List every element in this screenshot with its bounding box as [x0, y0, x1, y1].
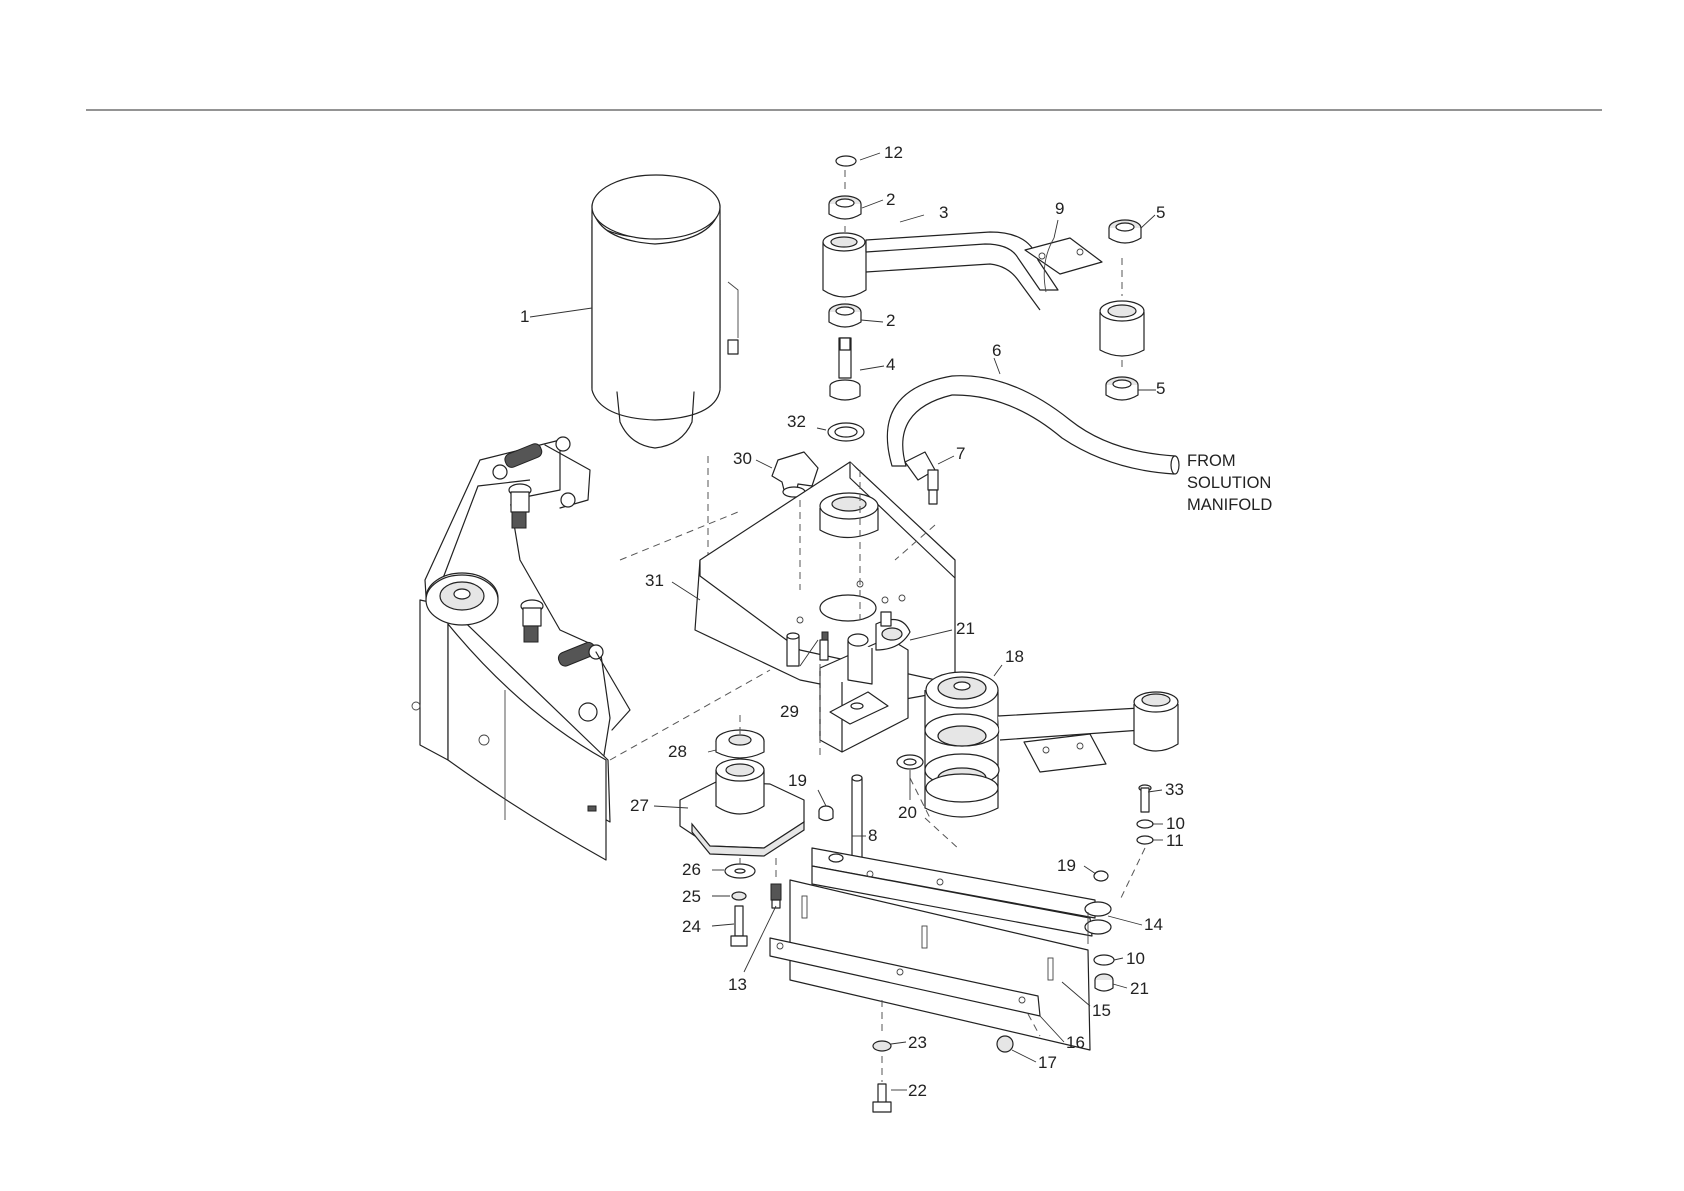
callout-26: 26	[682, 860, 701, 879]
callout-10b: 10	[1126, 949, 1145, 968]
note-line-1: FROM	[1187, 452, 1236, 470]
callout-17: 17	[1038, 1053, 1057, 1072]
callout-3: 3	[939, 203, 948, 222]
callout-21: 21	[956, 619, 975, 638]
callout-5: 5	[1156, 203, 1165, 222]
callout-22: 22	[908, 1081, 927, 1100]
callout-27: 27	[630, 796, 649, 815]
callout-28: 28	[668, 742, 687, 761]
callout-31: 31	[645, 571, 664, 590]
callout-29: 29	[780, 702, 799, 721]
callout-5b: 5	[1156, 379, 1165, 398]
part-nut-pin	[819, 775, 862, 858]
callout-21b: 21	[1130, 979, 1149, 998]
callout-33: 33	[1165, 780, 1184, 799]
callout-4: 4	[886, 355, 895, 374]
part-upper-arm	[823, 156, 1144, 400]
callout-19b: 19	[1057, 856, 1076, 875]
part-motor	[590, 175, 738, 610]
note-line-3: MANIFOLD	[1187, 496, 1272, 514]
callout-13: 13	[728, 975, 747, 994]
callout-19: 19	[788, 771, 807, 790]
callout-6: 6	[992, 341, 1001, 360]
callout-15: 15	[1092, 1001, 1111, 1020]
callout-1: 1	[520, 307, 529, 326]
callout-30: 30	[733, 449, 752, 468]
callout-16: 16	[1066, 1033, 1085, 1052]
callout-32: 32	[787, 412, 806, 431]
callout-23: 23	[908, 1033, 927, 1052]
callout-18: 18	[1005, 647, 1024, 666]
callout-11: 11	[1166, 831, 1184, 850]
note-line-2: SOLUTION	[1187, 474, 1271, 492]
part-mounting-plate	[695, 462, 955, 700]
callout-25: 25	[682, 887, 701, 906]
callout-2: 2	[886, 190, 895, 209]
callout-2b: 2	[886, 311, 895, 330]
part-shaft	[828, 338, 864, 441]
callout-7: 7	[956, 444, 965, 463]
callout-9: 9	[1055, 199, 1064, 218]
part-blade-holder	[770, 848, 1111, 1112]
callout-24: 24	[682, 917, 701, 936]
callout-8: 8	[868, 826, 877, 845]
callout-14: 14	[1144, 915, 1163, 934]
part-base-mount	[680, 715, 804, 946]
callout-12: 12	[884, 143, 903, 162]
callout-20: 20	[898, 803, 917, 822]
